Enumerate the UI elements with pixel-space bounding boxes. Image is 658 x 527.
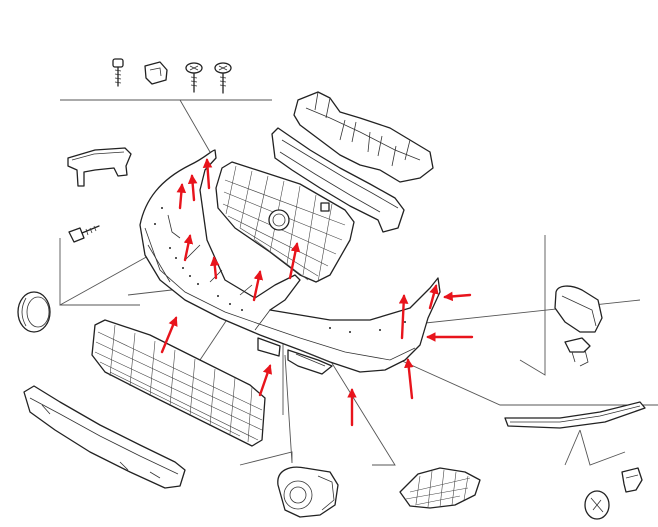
red-arrow [428, 284, 439, 310]
fog-lamp-icon [277, 466, 339, 518]
red-arrow [443, 291, 472, 302]
red-arrow [187, 174, 198, 202]
fog-lamp-cap-icon [17, 291, 51, 333]
side-grille-icon [399, 467, 481, 509]
red-arrow [252, 270, 264, 302]
red-arrow [258, 364, 273, 397]
arrow-group [160, 158, 474, 427]
red-arrow [288, 242, 301, 280]
red-arrow [176, 183, 187, 210]
lower-spoiler-icon [23, 385, 186, 489]
energy-absorber-icon [293, 91, 434, 183]
washer-nozzle-icon [564, 337, 591, 367]
red-arrow [398, 294, 409, 340]
trim-strip-icon [504, 401, 646, 429]
screw-icon [68, 225, 100, 243]
radiator-grille-icon [215, 161, 355, 283]
fog-lamp-cap-icon [584, 490, 610, 520]
side-bracket-icon [67, 147, 132, 187]
fog-lamp-cap-icon [554, 285, 603, 333]
bumper-bracket-icon [271, 127, 405, 233]
small-bracket-icon [621, 467, 643, 493]
lower-grille-icon [91, 319, 266, 447]
red-arrow [404, 358, 414, 400]
red-arrow [209, 256, 220, 280]
fastener-set-icon [112, 58, 232, 94]
red-arrow [202, 158, 213, 190]
red-arrow [183, 234, 194, 262]
front-bumper-icon [139, 149, 441, 375]
red-arrow [160, 316, 178, 354]
